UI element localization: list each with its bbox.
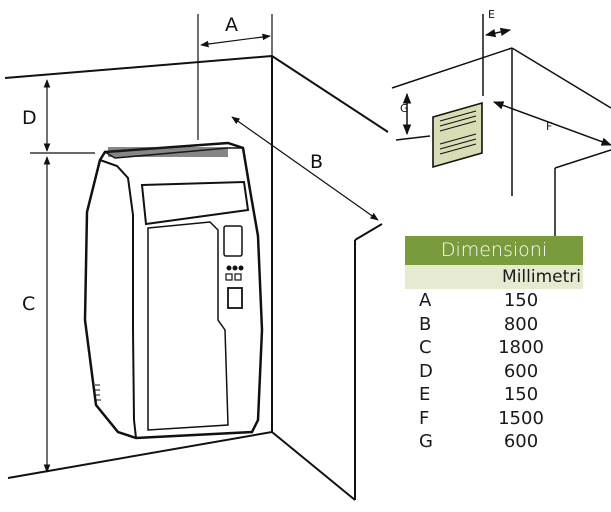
row-letter: C bbox=[419, 337, 432, 358]
row-letter: B bbox=[419, 313, 432, 335]
table-row: C 1800 bbox=[405, 336, 583, 360]
table-row: E 150 bbox=[405, 383, 583, 407]
label-c: C bbox=[22, 293, 35, 315]
row-letter: F bbox=[419, 407, 430, 429]
table-row: B 800 bbox=[405, 313, 583, 337]
label-g: G bbox=[400, 102, 409, 115]
table-title: Dimensioni bbox=[405, 236, 583, 265]
row-value: 1800 bbox=[498, 337, 544, 358]
table-row: F 1500 bbox=[405, 407, 583, 431]
room-corner bbox=[391, 14, 611, 236]
humidifier-cabinet bbox=[83, 141, 264, 440]
row-value: 150 bbox=[503, 384, 539, 405]
label-a: A bbox=[225, 14, 238, 36]
row-letter: G bbox=[419, 431, 433, 452]
row-value: 600 bbox=[503, 431, 539, 452]
table-row: D 600 bbox=[405, 360, 583, 384]
row-value: 600 bbox=[503, 360, 539, 382]
row-value: 800 bbox=[503, 313, 539, 335]
table-row: A 150 bbox=[405, 289, 583, 313]
row-letter: E bbox=[419, 384, 431, 405]
dimension-lines bbox=[30, 14, 379, 473]
wall-sensor bbox=[432, 101, 483, 169]
row-letter: D bbox=[419, 360, 433, 382]
row-letter: A bbox=[419, 290, 432, 311]
label-b: B bbox=[310, 151, 323, 173]
label-f: F bbox=[546, 120, 552, 133]
label-e: E bbox=[488, 8, 495, 21]
row-value: 1500 bbox=[498, 407, 544, 429]
table-unit: Millimetri bbox=[405, 265, 583, 289]
label-d: D bbox=[22, 107, 37, 129]
row-value: 150 bbox=[503, 290, 539, 311]
table-row: G 600 bbox=[405, 430, 583, 454]
